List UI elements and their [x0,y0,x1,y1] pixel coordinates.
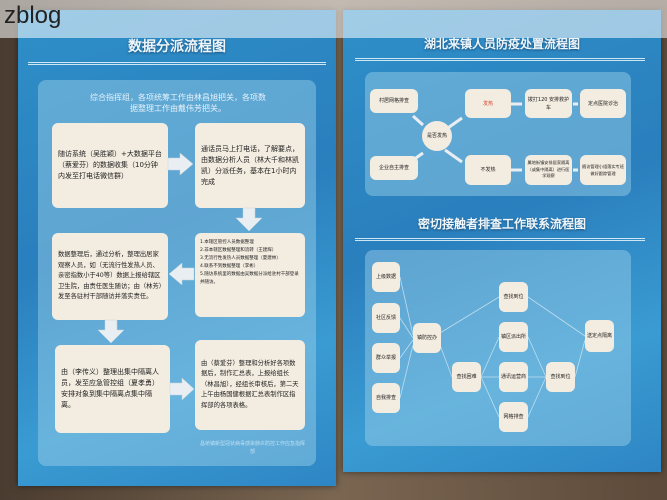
node-police: 镇区派出所 [499,322,528,352]
node-town-office: 镇防控办 [413,323,441,353]
arrow-right-icon [169,377,195,401]
node-found: 查找到位 [546,362,575,392]
node-public-report: 群众举报 [372,343,400,373]
node-followup: 随访管理小组落实专班做好跟踪管理 [580,155,626,185]
node-telecom: 通讯运营商 [499,362,528,392]
task-item: 1.本辖区管控人员数据整理 [200,240,254,245]
node-enterprise-screening: 企业自主排查 [370,156,418,180]
node-found-top: 查找到位 [499,282,528,312]
contact-tracing-title: 密切接触者排查工作联系流程图 [417,217,586,231]
title-divider [355,58,645,61]
task-item: 2.非本辖区数据整理和流转（王建辉） [200,248,277,253]
arrow-right-icon [167,152,194,176]
node-community-feedback: 社区反馈 [372,303,400,333]
poster-footer: 昌桥镇新型冠状病毒感染肺炎防控工作应急指挥部 [200,441,306,455]
node-fever-decision: 是否发热 [422,121,452,151]
node-call-120: 拨打120 安排救护车 [525,89,572,118]
flow-box-analysis: 数据整理后，通过分析，整理出居家观察人员，如（无流行性发热人员、亲密指数小于40… [52,233,168,320]
command-note: 综合指挥组，各项统筹工作由林昌旭把关，各项数据整理工作由戴伟芳把关。 [90,93,266,113]
flow-box-collection: 随访系统（吴胜颖）+大数据平台（蔡爱芬）的数据收集（10分钟内发至打电话微信群） [52,123,168,208]
arrow-down-icon [97,319,125,344]
node-hospital: 定点医院诊治 [580,89,626,118]
watermark-text: zblog [4,2,62,29]
flow-box-task-list: 1.本辖区管控人员数据整理 2.非本辖区数据整理和流转（王建辉） 3.无流行性发… [195,233,305,317]
title-divider [28,62,326,65]
arrow-down-icon [235,207,263,232]
hubei-flow-title: 湖北来镇人员防疫处置流程图 [423,37,580,51]
node-upper-data: 上级数据 [372,262,400,292]
node-no-fever: 不发热 [465,155,511,185]
left-poster-title: 数据分派流程图 [128,39,226,55]
flow-box-isolation: 由（李传义）整理出集中隔离人员，发至应急管控组（夏孝勇）安排对象到集中隔离点集中… [55,345,170,433]
task-item: 5.随访系统里的数据由吴数据分派给驻村干部登录并随访。 [200,272,299,285]
watermark-bar [0,0,667,38]
flow-box-summary: 由（蔡爱芬）整理和分析好各项数据后，制作汇总表，上报给组长（林昌旭），经组长审核… [195,340,305,430]
node-fever: 发热 [465,89,511,118]
title-divider [355,238,645,241]
node-home-isolation: 属地街镇安排居家隔离（或集中隔离）进行医学观察 [525,155,572,185]
node-grid-check: 网格排查 [499,402,528,432]
node-self-check: 自我排查 [372,383,400,413]
node-village-screening: 村居网格排查 [370,89,418,113]
node-isolate: 送定点隔离 [585,320,614,352]
task-item: 4.联系不到数据整理（李彬） [200,264,259,269]
task-item: 3.无流行性发热人员数据整理（夏建林） [200,256,281,261]
arrow-left-icon [168,262,195,286]
node-search-difficult: 查找困难 [452,362,481,392]
flow-box-phone: 通话员马上打电话，了解要点，由数据分析人员（林大千和林凯凯）分派任务，基本在1小… [195,123,305,208]
